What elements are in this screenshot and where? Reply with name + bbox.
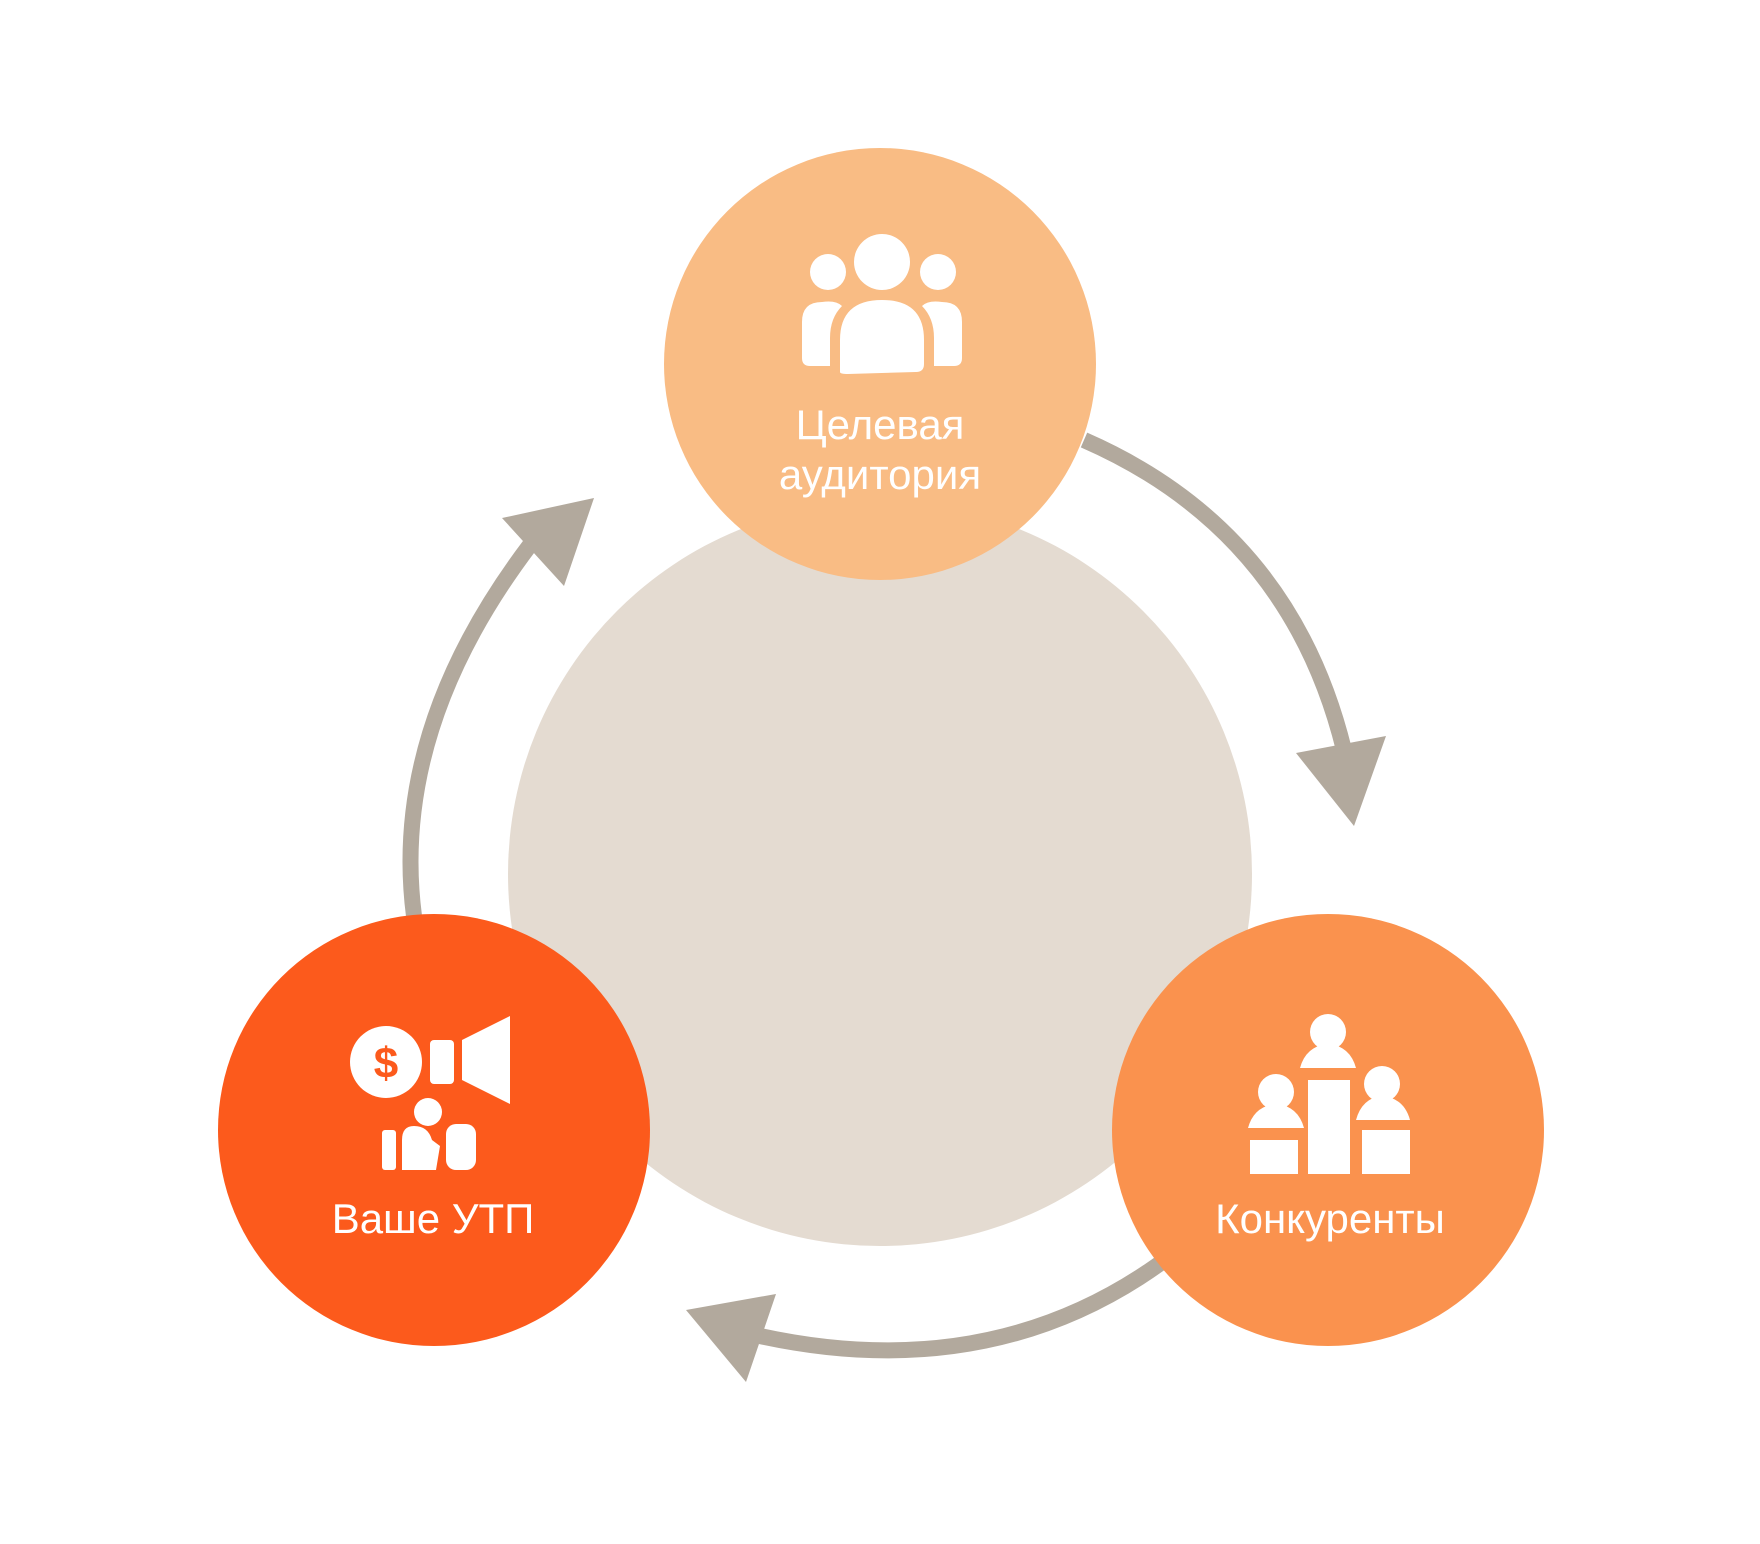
arrow-audience-to-competitors — [1080, 432, 1386, 826]
node-usp-circle — [218, 914, 650, 1346]
megaphone-money-icon: $ — [350, 1016, 510, 1170]
arrow-competitors-to-usp — [686, 1255, 1167, 1382]
arrow-competitors-to-usp-line — [758, 1255, 1167, 1359]
people-group-icon — [802, 234, 962, 374]
arrow-usp-to-audience-head — [502, 498, 594, 586]
svg-text:$: $ — [374, 1039, 398, 1088]
center-circle — [508, 502, 1252, 1246]
arrow-audience-to-competitors-head — [1296, 736, 1386, 826]
node-audience-label: Целевая аудитория — [778, 401, 982, 498]
node-competitors-label: Конкуренты — [1215, 1195, 1445, 1242]
arrow-competitors-to-usp-head — [686, 1294, 776, 1382]
arrow-audience-to-competitors-line — [1080, 432, 1352, 752]
arrow-usp-to-audience-line — [402, 540, 537, 918]
node-usp-label: Ваше УТП — [331, 1195, 535, 1242]
arrow-usp-to-audience — [402, 498, 594, 918]
podium-competitors-icon — [1248, 1014, 1410, 1174]
